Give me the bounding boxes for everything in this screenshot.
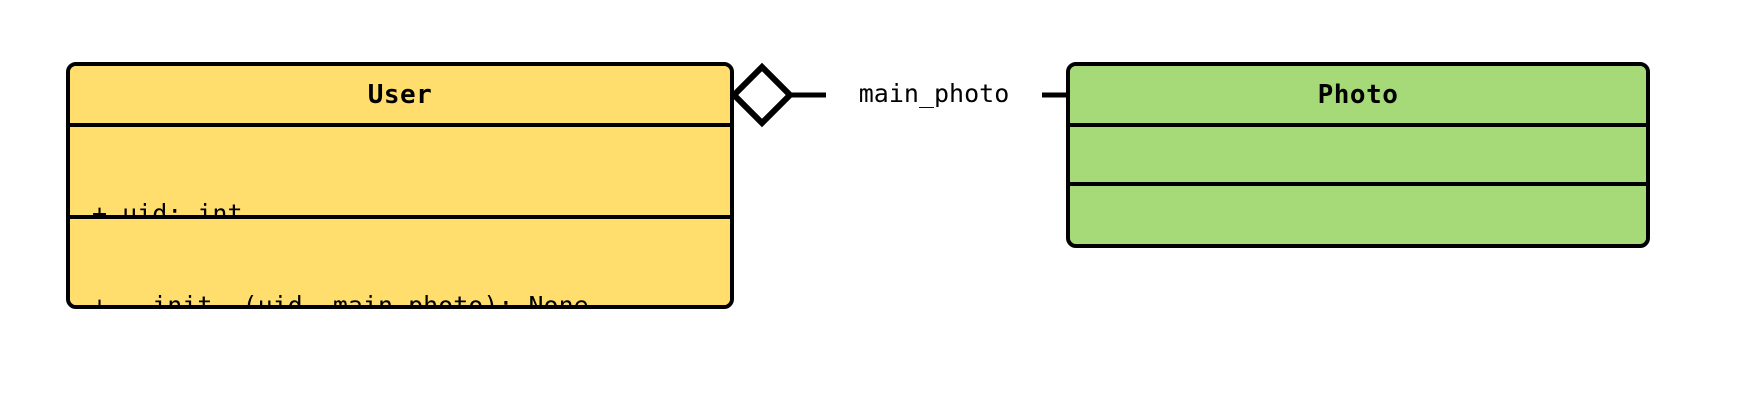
aggregation-diamond-icon — [729, 62, 795, 128]
class-box-photo[interactable]: Photo — [1066, 62, 1650, 248]
class-methods-user: + __init__(uid, main_photo): None — [70, 215, 730, 305]
class-title-user: User — [70, 66, 730, 123]
method-row: + __init__(uid, main_photo): None — [92, 291, 712, 309]
class-title-user-label: User — [367, 79, 433, 110]
class-box-user[interactable]: User + uid: int + main_photo: Photo + __… — [66, 62, 734, 309]
class-title-photo: Photo — [1070, 66, 1646, 123]
method-init-text: + __init__(uid, main_photo): None — [92, 291, 589, 309]
class-title-photo-label: Photo — [1317, 79, 1399, 110]
class-methods-photo — [1070, 182, 1646, 240]
class-attributes-user: + uid: int + main_photo: Photo — [70, 123, 730, 305]
class-attributes-photo — [1070, 123, 1646, 182]
edge-label-main-photo: main_photo — [826, 79, 1042, 108]
